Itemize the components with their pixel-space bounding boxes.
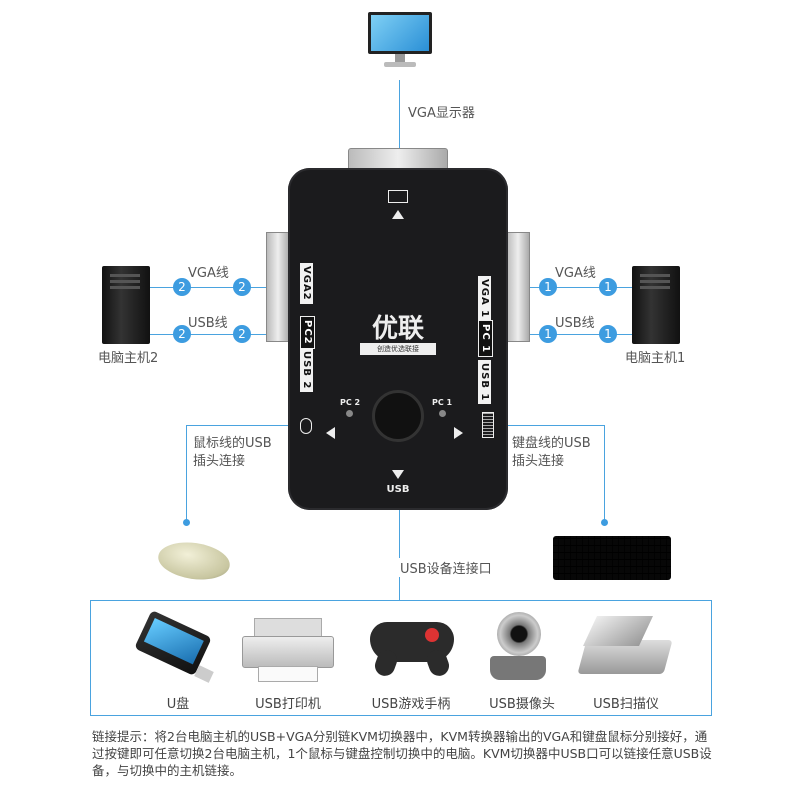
vga1-label: VGA 1 [478,276,491,322]
mouse-port-icon [300,418,312,434]
badge-1: 1 [539,325,557,343]
brand-logo: 优联 [371,314,424,344]
monitor-port-icon [388,190,408,203]
monitor-label: VGA显示器 [408,106,475,121]
usb-device-label: U盘 [166,697,190,712]
monitor-icon [368,12,432,70]
badge-1: 1 [539,278,557,296]
pc2-label: PC2 [300,316,315,349]
keyboard-conn-label-2: 插头连接 [512,454,565,469]
badge-1: 1 [599,325,617,343]
keyboard-port-icon [482,412,494,438]
led-pc1-label: PC 1 [432,398,453,407]
badge-2: 2 [173,325,191,343]
vga-cable-left-label: VGA线 [188,266,229,281]
brand-slogan: 创造优选联接 [360,343,436,355]
usb-port-connection-label: USB设备连接口 [398,558,494,577]
usb-cable-right-label: USB线 [555,316,595,331]
usb2-label: USB 2 [300,348,313,393]
connection-note: 链接提示：将2台电脑主机的USB+VGA分别链KVM切换器中，KVM转换器输出的… [92,729,712,778]
printer-icon [242,618,334,682]
usb-device-label: USB摄像头 [489,697,555,712]
badge-2: 2 [233,278,251,296]
usb-devices-panel [90,600,712,716]
pc1-label: PC 1 [478,320,493,358]
usb-device-label: USB游戏手柄 [371,697,451,712]
mouse-conn-label-2: 插头连接 [193,454,246,469]
webcam-icon [497,612,541,656]
badge-1: 1 [599,278,617,296]
badge-2: 2 [233,325,251,343]
pc2-icon [102,266,150,344]
mouse-conn-label-1: 鼠标线的USB [193,436,272,451]
badge-2: 2 [173,278,191,296]
keyboard-icon [553,536,671,580]
usb-device-label: USB打印机 [255,697,321,712]
keyboard-conn-label-1: 键盘线的USB [512,436,591,451]
pc1-label-text: 电脑主机1 [625,351,686,366]
usb-port-label: USB [386,484,410,495]
vga2-label: VGA2 [300,263,313,304]
kvm-switch: VGA2 PC2 USB 2 VGA 1 PC 1 USB 1 优联 创造优选联… [288,168,508,510]
pc1-icon [632,266,680,344]
usb1-label: USB 1 [478,360,491,405]
mouse-icon [155,538,233,584]
vga-cable-right-label: VGA线 [555,266,596,281]
led-pc2-label: PC 2 [340,398,361,407]
pc2-label-text: 电脑主机2 [98,351,159,366]
led-pc1 [439,410,446,417]
usb-cable-left-label: USB线 [188,316,228,331]
usb-device-label: USB扫描仪 [593,697,659,712]
switch-button[interactable] [372,390,424,442]
led-pc2 [346,410,353,417]
